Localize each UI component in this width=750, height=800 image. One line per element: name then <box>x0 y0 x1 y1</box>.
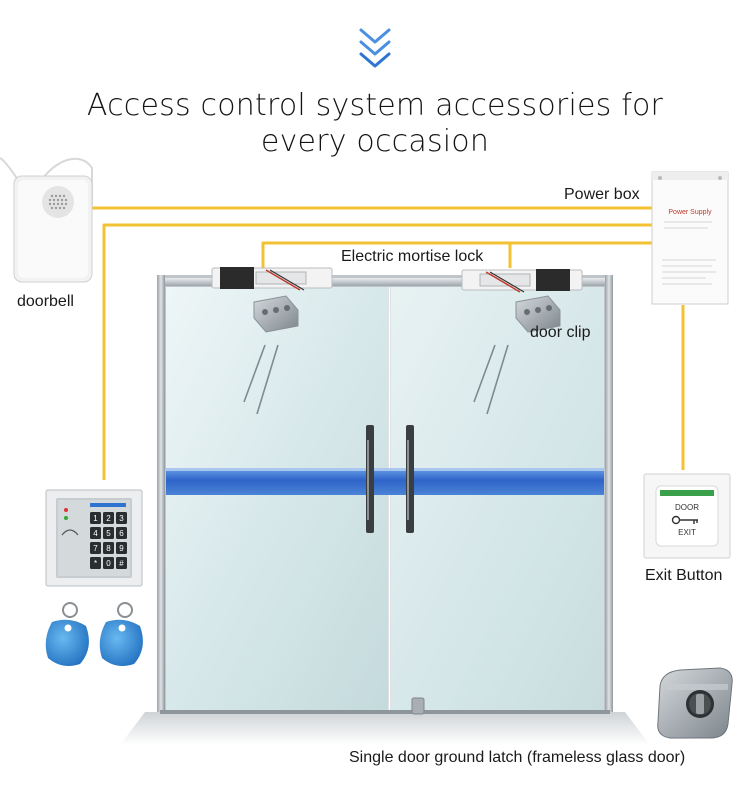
exit-button-label: Exit Button <box>645 567 723 584</box>
page-title-line-2: every occasion <box>260 124 490 159</box>
keypad-key-label: * <box>94 559 97 568</box>
electric-mortise-lock-left <box>211 267 333 291</box>
keypad-key-label: 3 <box>119 514 124 523</box>
keypad-key <box>103 557 114 569</box>
key-icon <box>671 515 698 525</box>
glass-door-frame <box>120 275 650 745</box>
keypad-key <box>116 542 127 554</box>
keypad-key <box>116 512 127 524</box>
exit-exit-text: EXIT <box>678 528 696 537</box>
keypad-key-label: 8 <box>106 544 111 553</box>
door-clip-left <box>253 295 299 333</box>
ground-latch-label: Single door ground latch (frameless glas… <box>349 749 686 766</box>
double-chevron-down-icon <box>359 28 391 68</box>
keypad-key <box>90 512 101 524</box>
exit-button-device: DOOR EXIT <box>643 473 731 559</box>
power-supply-box: Power Supply <box>651 171 729 305</box>
ground-latch-device <box>411 667 733 739</box>
keypad-key <box>103 512 114 524</box>
keypad-key <box>103 542 114 554</box>
door-clip-right <box>515 295 561 333</box>
wiring <box>92 206 685 480</box>
keypad-key <box>103 527 114 539</box>
door-clip-label: door clip <box>530 324 591 341</box>
keypad-key-label: 6 <box>119 529 124 538</box>
keypad-key <box>90 527 101 539</box>
power-supply-text: Power Supply <box>668 209 712 216</box>
electric-mortise-lock-label: Electric mortise lock <box>341 248 484 265</box>
keypad-key-label: # <box>119 559 124 568</box>
page-title-line-1: Access control system accessories for <box>86 88 664 123</box>
rfid-tags <box>45 602 143 666</box>
keypad-key-label: 2 <box>106 514 111 523</box>
keypad-key <box>90 542 101 554</box>
keypad-key <box>116 557 127 569</box>
keypad-key-label: 1 <box>93 514 98 523</box>
power-box-label: Power box <box>564 186 640 203</box>
keypad-key <box>116 527 127 539</box>
keypad-key-label: 7 <box>93 544 98 553</box>
exit-door-text: DOOR <box>675 503 699 512</box>
keypad-key-label: 0 <box>106 559 111 568</box>
doorbell-label: doorbell <box>17 293 74 310</box>
doorbell-device <box>0 157 93 283</box>
electric-mortise-lock-right <box>461 269 583 293</box>
keypad-key-label: 5 <box>106 529 111 538</box>
keypad-key <box>90 557 101 569</box>
keypad-key-label: 4 <box>93 529 98 538</box>
keypad-key-label: 9 <box>119 544 124 553</box>
